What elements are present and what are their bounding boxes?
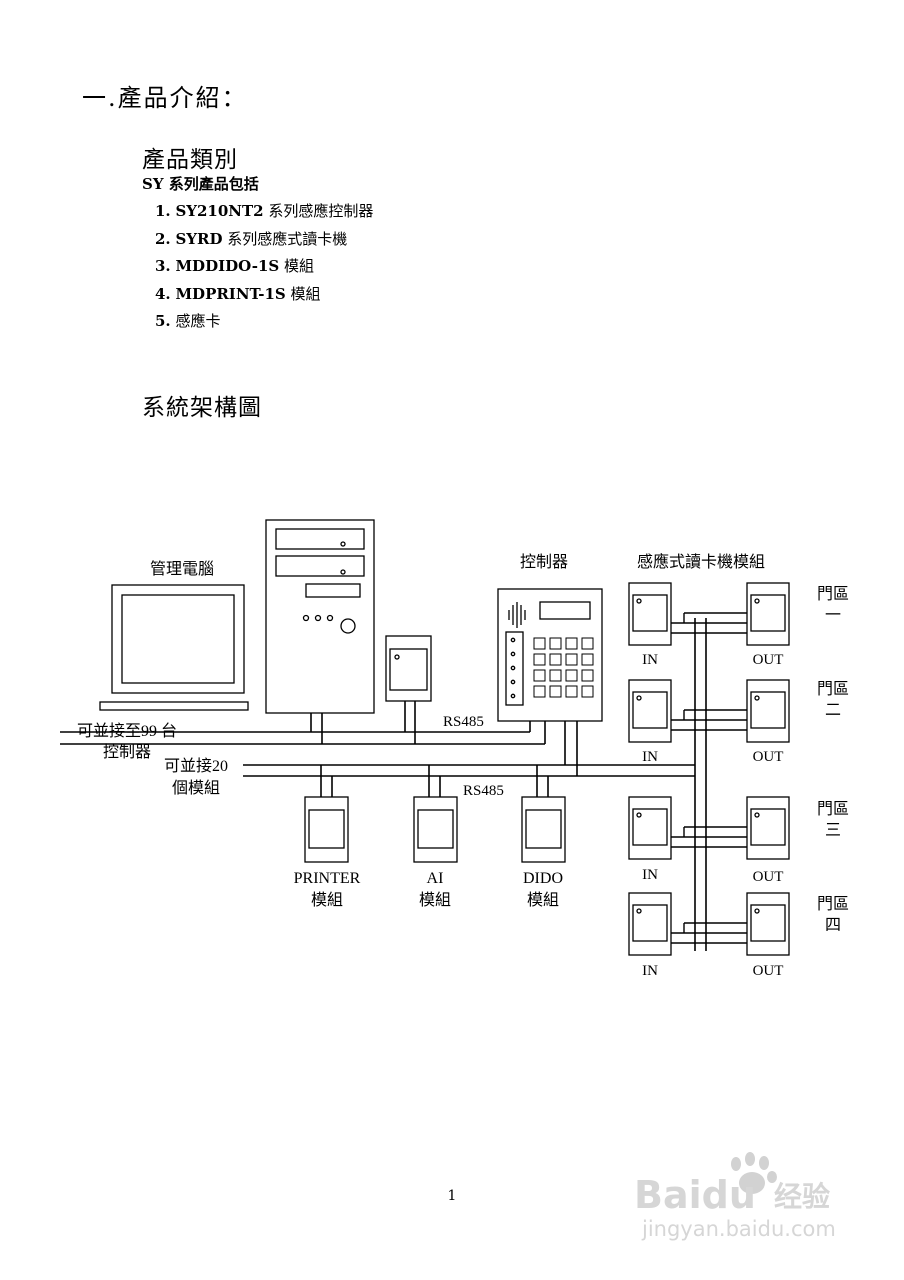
keypad-key (581, 685, 594, 698)
connect-modules-line1: 可並接20 (164, 757, 228, 775)
list-item: 1. SY210NT2 系列感應控制器 (155, 202, 374, 220)
keypad-key (533, 653, 546, 666)
module-label-line1: PRINTER (294, 870, 361, 887)
card-reader (746, 892, 790, 956)
out-label: OUT (753, 963, 784, 979)
in-label: IN (642, 867, 658, 883)
keyboard (99, 701, 249, 711)
baidu-watermark: Baidu 经验 jingyan.baidu.com (634, 1152, 836, 1241)
connect-modules-line2: 個模組 (172, 779, 220, 797)
keypad-key (581, 637, 594, 650)
paw-icon (731, 1152, 777, 1194)
list-item: 4. MDPRINT-1S 模組 (155, 284, 321, 303)
keypad-key (581, 669, 594, 682)
rs485-top-label: RS485 (443, 714, 484, 730)
card-reader (628, 582, 672, 646)
controller-device (497, 588, 603, 722)
keypad-key (565, 653, 578, 666)
module-label-line2: 模組 (527, 891, 559, 909)
in-label: IN (642, 652, 658, 668)
card-reader (628, 892, 672, 956)
module-label-line2: 模組 (419, 891, 451, 909)
monitor (111, 584, 245, 694)
connect-controllers-line1: 可並接至99 台 (77, 722, 177, 740)
reader-group-label: 感應式讀卡機模組 (637, 552, 765, 571)
watermark-brand: Baidu (634, 1173, 756, 1217)
ai-module (413, 796, 458, 863)
connect-controllers-line2: 控制器 (103, 743, 151, 761)
rs485-bottom-label: RS485 (463, 783, 504, 799)
dido-module (521, 796, 566, 863)
module-label-line1: DIDO (523, 870, 563, 887)
keypad-key (565, 669, 578, 682)
pc-label: 管理電腦 (150, 560, 214, 578)
zone-label-line1: 門區 (817, 681, 849, 698)
category-title: 產品類別 (142, 147, 238, 173)
keypad-key (565, 637, 578, 650)
keypad-key (533, 637, 546, 650)
list-item: 2. SYRD 系列感應式讀卡機 (155, 229, 348, 248)
out-label: OUT (753, 869, 784, 885)
watermark-cn: 经验 (774, 1180, 830, 1213)
module-label-line1: AI (427, 870, 444, 887)
keypad-key (549, 653, 562, 666)
section-heading: 一.產品介紹： (82, 84, 248, 112)
keypad-key (533, 685, 546, 698)
keypad-key (549, 685, 562, 698)
module-label-line2: 模組 (311, 891, 343, 909)
card-reader (746, 796, 790, 860)
keypad-key (533, 669, 546, 682)
card-reader (628, 679, 672, 743)
in-label: IN (642, 963, 658, 979)
zone-label-line1: 門區 (817, 896, 849, 913)
card-reader (746, 679, 790, 743)
zone-label-line2: 一 (825, 607, 841, 624)
card-reader (746, 582, 790, 646)
out-label: OUT (753, 749, 784, 765)
zone-label-line2: 三 (825, 822, 841, 839)
zone-label-line1: 門區 (817, 586, 849, 603)
list-item: 5. 感應卡 (155, 312, 221, 330)
keypad-key (565, 685, 578, 698)
controller-label: 控制器 (520, 553, 568, 571)
keypad-key (549, 669, 562, 682)
printer-module (304, 796, 349, 863)
watermark-url: jingyan.baidu.com (641, 1217, 836, 1241)
out-label: OUT (753, 652, 784, 668)
pc-reader (385, 635, 432, 702)
keypad-key (581, 653, 594, 666)
card-reader (628, 796, 672, 860)
zone-label-line2: 四 (825, 917, 841, 934)
zone-label-line2: 二 (825, 702, 841, 719)
pc-tower (265, 519, 375, 714)
zone-label-line1: 門區 (817, 801, 849, 818)
list-item: 3. MDDIDO-1S 模組 (155, 257, 314, 275)
product-list: 1. SY210NT2 系列感應控制器 2. SYRD 系列感應式讀卡機 3. … (155, 200, 373, 338)
products-intro: SY 系列產品包括 (142, 175, 259, 193)
page-number: 1 (447, 1188, 457, 1204)
architecture-title: 系統架構圖 (142, 395, 262, 421)
in-label: IN (642, 749, 658, 765)
keypad-key (549, 637, 562, 650)
